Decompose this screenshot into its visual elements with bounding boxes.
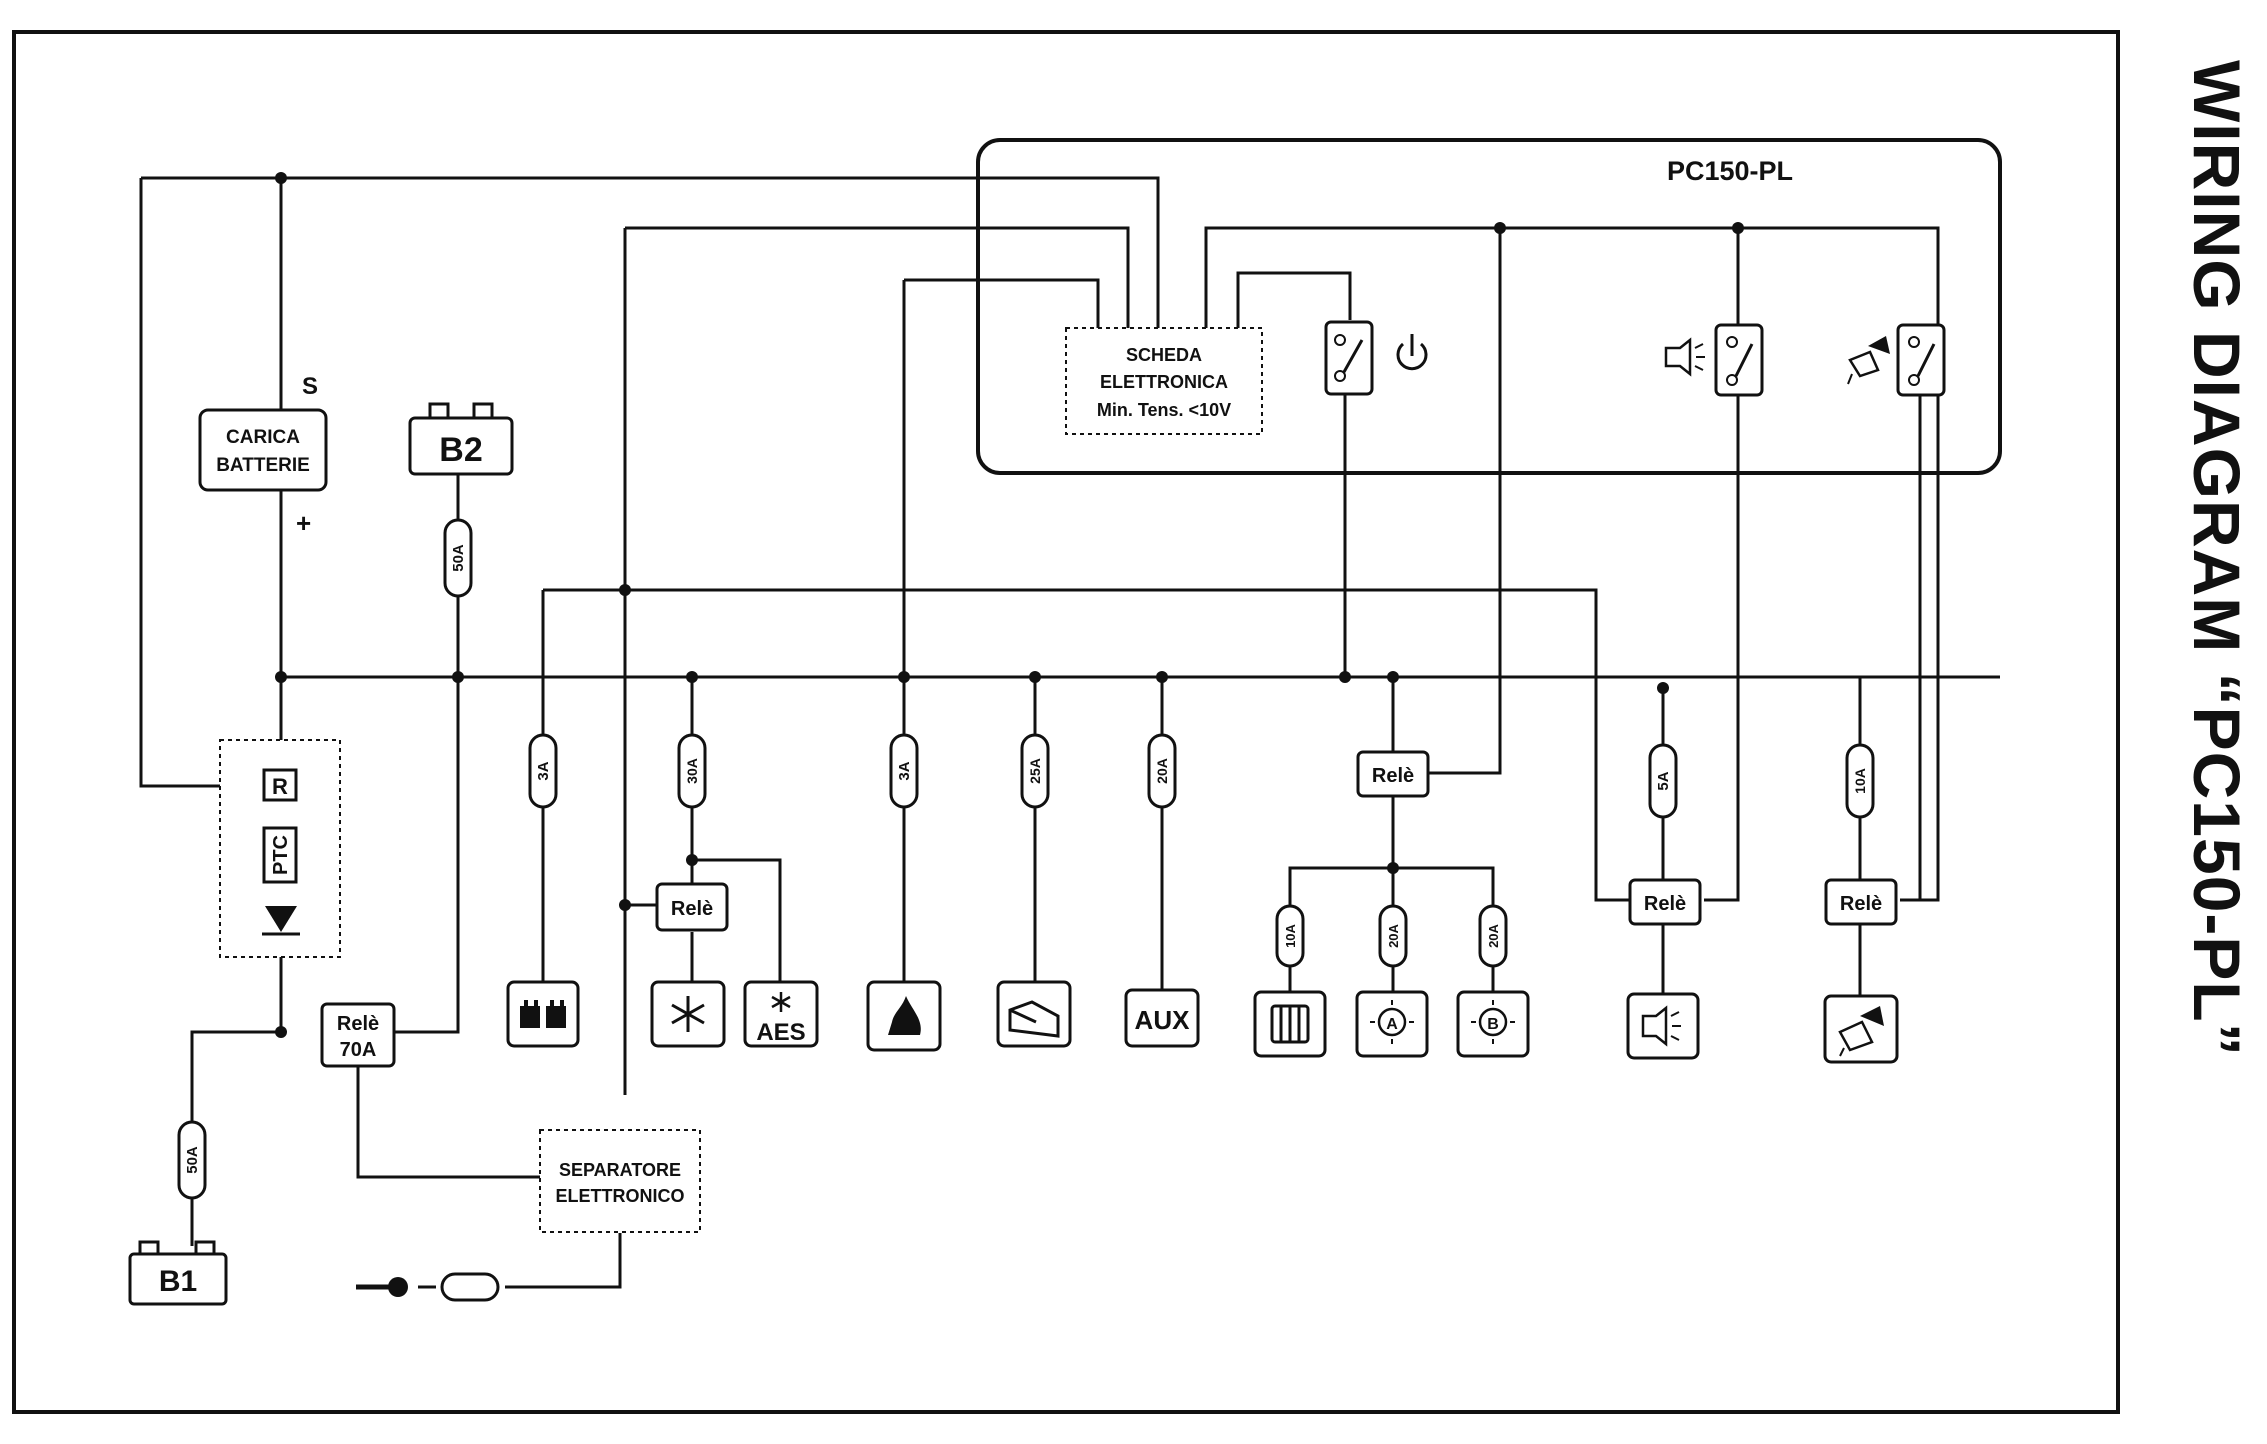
radiator-load (1253, 990, 1327, 1058)
fuse-b1: 50A (177, 1120, 207, 1200)
step-icon (1008, 1000, 1060, 1038)
step-load (996, 980, 1072, 1048)
svg-text:A: A (1386, 1016, 1398, 1033)
fuse-20a-light-a: 20A (1378, 904, 1408, 968)
diode-icon (265, 906, 297, 932)
svg-text:B2: B2 (439, 431, 482, 469)
svg-text:25A: 25A (1027, 758, 1043, 784)
snowflake-icon (671, 996, 705, 1032)
pump-icon (1838, 1006, 1884, 1057)
panel-label: PC150-PL (1667, 156, 1793, 186)
svg-text:AUX: AUX (1135, 1005, 1191, 1035)
fuse-20a-light-b: 20A (1478, 904, 1508, 968)
lamp-icon (1641, 1005, 1681, 1047)
svg-text:3A: 3A (535, 761, 552, 780)
diagram-frame (12, 30, 2120, 1414)
fuse-b2: 50A (443, 518, 473, 598)
svg-text:R: R (272, 774, 288, 799)
relay-pump: Relè (1824, 878, 1898, 926)
aes-load: AES (743, 980, 819, 1048)
junctions (275, 172, 1744, 1038)
svg-text:PTC: PTC (270, 835, 292, 875)
svg-text:Relè: Relè (1372, 765, 1414, 787)
battery-charger: CARICA BATTERIE (198, 408, 328, 492)
flame-icon (888, 996, 921, 1035)
svg-text:Relè: Relè (337, 1013, 379, 1035)
svg-text:10A: 10A (1852, 768, 1868, 794)
fuse-3a-flame: 3A (889, 733, 919, 809)
key-icon (356, 1272, 500, 1302)
svg-text:B: B (1487, 1016, 1499, 1033)
lamp-icon (1664, 337, 1705, 377)
relay-lights: Relè (1356, 750, 1430, 798)
charger-s-terminal: S (302, 373, 318, 400)
pump-load (1823, 994, 1899, 1064)
svg-text:Relè: Relè (1644, 893, 1686, 915)
svg-text:Relè: Relè (671, 898, 713, 920)
svg-text:3A: 3A (896, 761, 913, 780)
aux-load: AUX (1124, 988, 1200, 1048)
svg-text:ELETTRONICO: ELETTRONICO (556, 1186, 685, 1206)
radiator-icon (1270, 1004, 1310, 1044)
svg-text:20A: 20A (1486, 923, 1501, 947)
diagram-title: WIRING DIAGRAM “PC150-PL” (2180, 60, 2254, 1057)
power-icon (1396, 334, 1428, 371)
fuse-3a-left: 3A (528, 733, 558, 809)
svg-text:70A: 70A (340, 1039, 377, 1061)
lamp-switch (1714, 323, 1764, 397)
svg-text:AES: AES (756, 1019, 805, 1046)
svg-text:20A: 20A (1386, 923, 1401, 947)
battery-b2: B2 (408, 402, 514, 476)
pump-switch (1896, 323, 1946, 397)
light-a-load: A (1355, 990, 1429, 1058)
relay-fridge: Relè (655, 882, 729, 932)
lamp-load (1626, 992, 1700, 1060)
fuse-20a-aux: 20A (1147, 733, 1177, 809)
svg-text:ELETTRONICA: ELETTRONICA (1100, 372, 1228, 392)
pump-icon (1847, 336, 1890, 385)
svg-text:SEPARATORE: SEPARATORE (559, 1160, 681, 1180)
flame-load (866, 980, 942, 1052)
svg-text:50A: 50A (450, 544, 467, 572)
snowflake-icon (771, 992, 791, 1012)
svg-text:Min. Tens. <10V: Min. Tens. <10V (1097, 400, 1231, 420)
protection-module: R PTC (219, 739, 341, 958)
svg-text:SCHEDA: SCHEDA (1126, 345, 1202, 365)
fuse-30a: 30A (677, 733, 707, 809)
relay-main: Relè 70A (320, 1002, 396, 1068)
svg-text:Relè: Relè (1840, 893, 1882, 915)
electronic-separator: SEPARATORE ELETTRONICO (539, 1129, 701, 1233)
battery-pair-load (506, 980, 580, 1048)
svg-text:20A: 20A (1154, 758, 1170, 784)
snowflake-load (650, 980, 726, 1048)
fuse-10a-radiator: 10A (1275, 904, 1305, 968)
control-panel (976, 138, 2002, 475)
svg-text:10A: 10A (1283, 923, 1298, 947)
power-switch (1324, 320, 1374, 396)
relay-lamp: Relè (1628, 878, 1702, 926)
battery-b1: B1 (128, 1240, 228, 1306)
fuses: 50A 3A 30A 3A 25A 20A 5A 10A 10A 20A 20A… (177, 518, 1875, 1200)
light-a-icon: A (1370, 1000, 1414, 1044)
svg-text:30A: 30A (684, 758, 700, 784)
light-b-load: B (1456, 990, 1530, 1058)
charger-plus-terminal: + (296, 508, 311, 538)
light-b-icon: B (1471, 1000, 1515, 1044)
electronic-board: SCHEDA ELETTRONICA Min. Tens. <10V (1065, 327, 1263, 435)
fuse-5a: 5A (1648, 743, 1678, 819)
svg-text:B1: B1 (159, 1265, 197, 1298)
fuse-10a-pump: 10A (1845, 743, 1875, 819)
svg-text:CARICA: CARICA (226, 427, 300, 448)
svg-text:50A: 50A (184, 1146, 201, 1174)
fuse-25a: 25A (1020, 733, 1050, 809)
svg-text:BATTERIE: BATTERIE (216, 455, 310, 476)
svg-text:5A: 5A (1655, 771, 1672, 790)
